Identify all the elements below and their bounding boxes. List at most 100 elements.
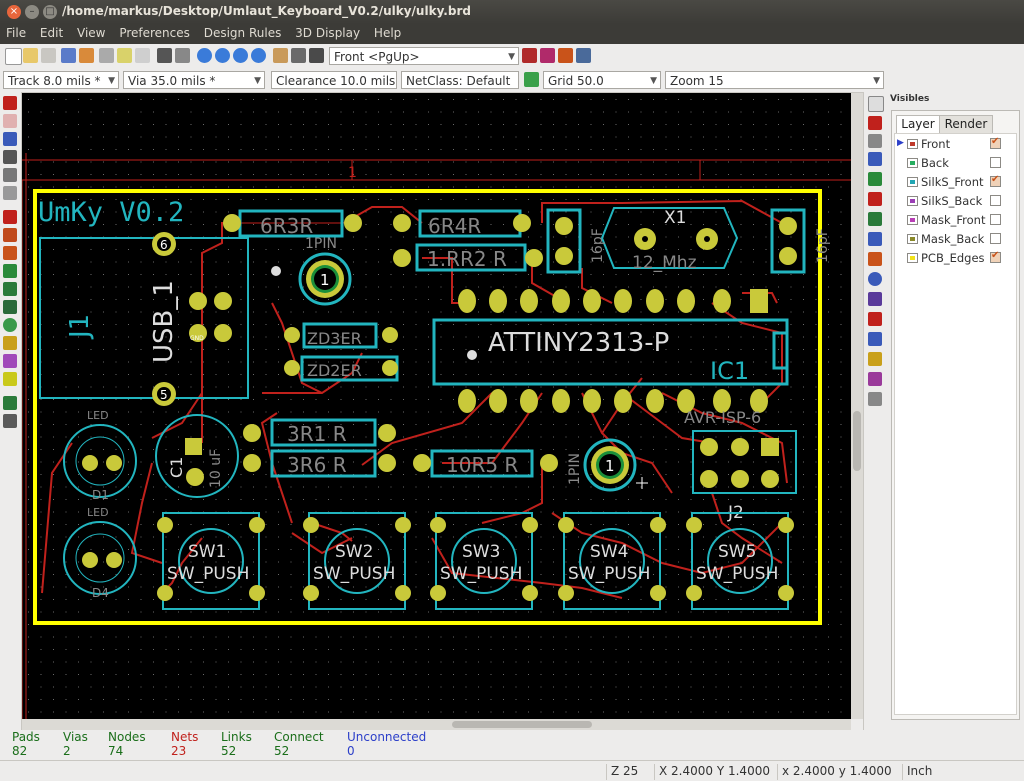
ic-attiny2313[interactable]: ATTINY2313-P IC1 [432, 289, 789, 413]
autoroute-icon[interactable] [558, 48, 573, 63]
zoom-redraw-icon[interactable] [233, 48, 248, 63]
canvas-horizontal-scrollbar[interactable] [22, 719, 851, 730]
add-arc-icon[interactable] [868, 292, 882, 306]
avr-isp-header-j2[interactable]: AVR-ISP-6 J2 [684, 408, 797, 523]
layer-visible-checkbox[interactable] [990, 157, 1001, 168]
switch-sw2[interactable]: SW2 SW_PUSH [303, 512, 411, 610]
layer-color-swatch[interactable] [907, 215, 918, 225]
zoom-out-icon[interactable] [215, 48, 230, 63]
layer-visible-checkbox[interactable] [990, 136, 1001, 149]
crystal-x1[interactable]: X1 12_Mhz [600, 207, 739, 273]
footprint-icon[interactable] [291, 48, 306, 63]
window-minimize-button[interactable]: – [25, 5, 39, 19]
window-close-button[interactable]: × [7, 5, 21, 19]
resistor-r4[interactable]: 6R4R [393, 209, 531, 238]
cut-icon[interactable] [99, 48, 114, 63]
menu-edit[interactable]: Edit [39, 26, 64, 40]
switch-sw1[interactable]: SW1 SW_PUSH [157, 512, 265, 610]
plot-icon[interactable] [175, 48, 190, 63]
layer-visible-checkbox[interactable] [990, 214, 1001, 225]
add-target-icon[interactable] [868, 352, 882, 366]
high-contrast-icon[interactable] [3, 354, 17, 368]
layer-color-swatch[interactable] [907, 139, 918, 149]
find-icon[interactable] [309, 48, 324, 63]
print-icon[interactable] [157, 48, 172, 63]
capacitor-16pf-left[interactable]: 16pF [546, 208, 606, 274]
horizontal-scroll-thumb[interactable] [452, 721, 592, 728]
layer-color-swatch[interactable] [907, 253, 918, 263]
resistor-r3[interactable]: 6R3R [223, 209, 362, 238]
layer-row-silks-front[interactable]: SilkS_Front [895, 173, 1016, 192]
units-mm-icon[interactable] [3, 168, 17, 182]
layer-select[interactable]: Front <PgUp> ▼ [329, 47, 519, 65]
vertical-scroll-thumb[interactable] [853, 411, 861, 471]
zoom-fit-icon[interactable] [251, 48, 266, 63]
drc-icon[interactable] [540, 48, 555, 63]
local-ratsnest-icon[interactable] [868, 134, 882, 148]
track-sketch-icon[interactable] [3, 336, 17, 350]
add-module-icon[interactable] [868, 152, 882, 166]
layer-visible-checkbox[interactable] [990, 233, 1001, 244]
web-icon[interactable] [576, 48, 591, 63]
resistor-r2[interactable]: 1.RR2 R [393, 243, 543, 272]
layer-visible-checkbox[interactable] [990, 195, 1001, 206]
add-zone-icon[interactable] [868, 212, 882, 226]
layer-row-mask-back[interactable]: Mask_Back [895, 230, 1016, 249]
highlight-net-icon[interactable] [868, 116, 882, 130]
place-origin-icon[interactable] [868, 392, 882, 406]
microwave-icon[interactable] [3, 396, 17, 410]
select-arrow-icon[interactable] [868, 96, 884, 112]
layer-row-pcb-edges[interactable]: PCB_Edges [895, 249, 1016, 268]
layer-visible-checkbox[interactable] [990, 250, 1001, 263]
grid-select[interactable]: Grid 50.0 ▼ [543, 71, 661, 89]
tab-render[interactable]: Render [939, 115, 993, 133]
switch-sw5[interactable]: SW5 SW_PUSH [686, 512, 794, 610]
menu-file[interactable]: File [6, 26, 27, 40]
zener-d3[interactable]: ZD3ER [284, 322, 398, 349]
zone-fill-icon[interactable] [3, 264, 17, 278]
pad-sketch-icon[interactable] [3, 300, 17, 314]
module-editor-icon[interactable] [273, 48, 288, 63]
layer-visible-checkbox[interactable] [990, 174, 1001, 187]
open-folder-icon[interactable] [23, 48, 38, 63]
show-extra-icon[interactable] [3, 414, 17, 428]
led-d1[interactable]: LED D1 [63, 409, 137, 502]
pcb-canvas[interactable]: 1 [22, 93, 851, 719]
capacitor-c1[interactable]: C1 10 uF [155, 414, 239, 498]
new-board-icon[interactable] [5, 48, 22, 65]
page-settings-icon[interactable] [61, 48, 76, 63]
layer-row-mask-front[interactable]: Mask_Front [895, 211, 1016, 230]
layer-row-silks-back[interactable]: SilkS_Back [895, 192, 1016, 211]
polar-coords-icon[interactable] [3, 132, 17, 146]
menu-help[interactable]: Help [373, 26, 402, 40]
menu-design-rules[interactable]: Design Rules [203, 26, 282, 40]
switch-sw3[interactable]: SW3 SW_PUSH [430, 512, 538, 610]
menu-preferences[interactable]: Preferences [119, 26, 190, 40]
ratsnest-icon[interactable] [3, 210, 17, 224]
window-maximize-button[interactable]: □ [43, 5, 57, 19]
layer-color-swatch[interactable] [907, 234, 918, 244]
switch-sw4[interactable]: SW4 SW_PUSH [558, 512, 666, 610]
layers-manager-icon[interactable] [3, 372, 17, 386]
zoom-in-icon[interactable] [197, 48, 212, 63]
resistor-r6[interactable]: 3R6 R [243, 449, 396, 478]
menu-view[interactable]: View [77, 26, 106, 40]
cursor-shape-icon[interactable] [3, 186, 17, 200]
add-keepout-icon[interactable] [868, 232, 882, 246]
zoom-select[interactable]: Zoom 15 ▼ [665, 71, 884, 89]
module-ratsnest-icon[interactable] [3, 228, 17, 242]
netlist-icon[interactable] [522, 48, 537, 63]
add-track-icon[interactable] [868, 172, 882, 186]
test-point-2[interactable]: 1PIN 1 [567, 438, 637, 492]
led-d4[interactable]: LED D4 [63, 506, 137, 600]
add-circle-icon[interactable] [868, 272, 882, 286]
via-size-select[interactable]: Via 35.0 mils * ▼ [123, 71, 265, 89]
layer-color-swatch[interactable] [907, 177, 918, 187]
via-sketch-icon[interactable] [3, 318, 17, 332]
save-icon[interactable] [41, 48, 56, 63]
zone-outline-icon[interactable] [3, 282, 17, 296]
layer-row-front[interactable]: ▶ Front [895, 135, 1016, 154]
edit-icon[interactable] [79, 48, 94, 63]
redo-icon[interactable] [135, 48, 150, 63]
delete-icon[interactable] [868, 372, 882, 386]
